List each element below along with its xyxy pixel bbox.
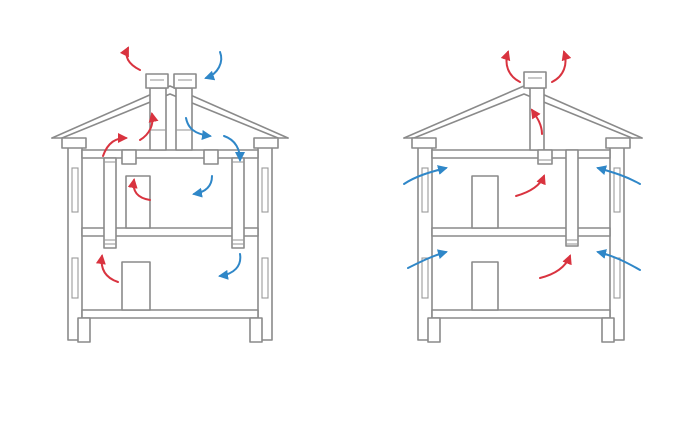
supply-arrow-icon [407,249,448,269]
exhaust-arrow-icon [500,50,521,83]
right-doors [471,175,499,311]
supply-arrow-icon [192,175,213,198]
exhaust-arrow-icon [102,133,128,157]
exhaust-arrow-icon [119,46,141,71]
exhaust-arrow-icon [95,254,119,283]
left-doors [121,175,151,311]
supply-arrow-icon [218,253,242,280]
left-walls [61,137,279,341]
right-roof [403,85,643,139]
left-roof [51,85,289,139]
supply-arrow-icon [596,165,641,185]
exhaust-arrow-icon [539,254,572,279]
supply-arrow-icon [204,51,223,81]
right-walls [411,137,631,341]
exhaust-arrow-icon [515,174,546,197]
right-house [403,50,643,343]
supply-arrow-icon [403,165,448,185]
supply-arrow-icon [596,249,641,271]
supply-arrow-icon [185,117,212,140]
supply-arrow-icon [223,135,245,162]
left-house [51,46,289,343]
right-floors [427,149,615,343]
left-chimneys [145,73,197,151]
exhaust-arrow-icon [551,50,572,83]
exhaust-arrow-icon [139,112,159,141]
left-floors [77,149,263,343]
left-vent-ducts [103,149,245,249]
exhaust-arrow-icon [530,108,543,135]
exhaust-arrow-icon [127,178,151,201]
